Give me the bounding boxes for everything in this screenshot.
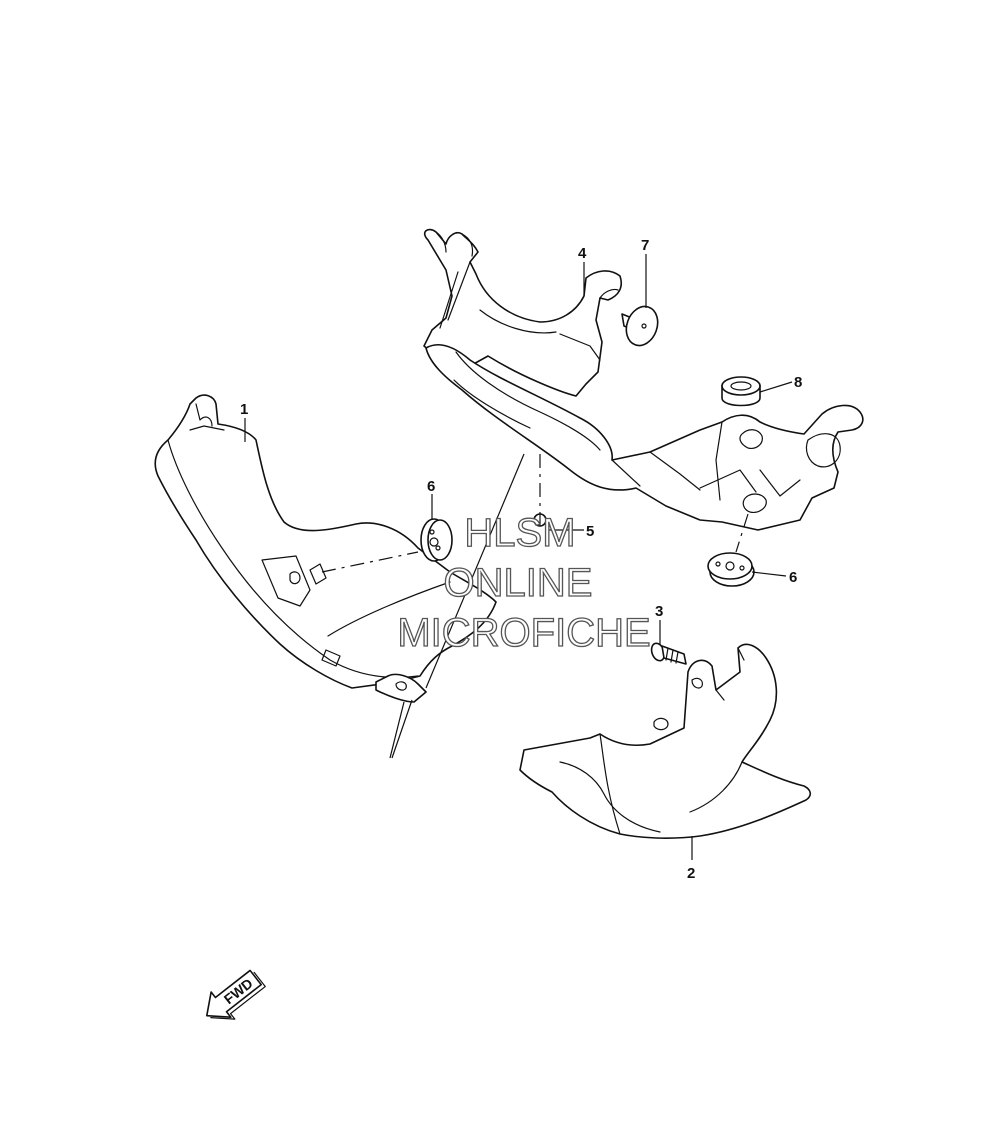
part-6-grommet-right bbox=[707, 552, 755, 587]
part-8-grommet bbox=[721, 376, 761, 407]
callout-6-right: 6 bbox=[789, 569, 797, 586]
part-4-upper-bracket bbox=[423, 228, 864, 531]
watermark: HLSM ONLINE MICROFICHE bbox=[397, 510, 652, 655]
callout-1: 1 bbox=[240, 401, 248, 418]
watermark-line-3: MICROFICHE bbox=[397, 611, 650, 655]
callout-5: 5 bbox=[586, 523, 594, 540]
callout-7: 7 bbox=[641, 237, 649, 254]
callout-4: 4 bbox=[578, 245, 587, 262]
watermark-line-1: HLSM bbox=[464, 511, 575, 555]
callout-2: 2 bbox=[687, 865, 695, 882]
part-3-screw bbox=[650, 642, 687, 665]
callout-6-left: 6 bbox=[427, 478, 435, 495]
part-7-clip bbox=[621, 305, 659, 347]
part-1-left-cover bbox=[154, 394, 497, 703]
watermark-line-2: ONLINE bbox=[444, 561, 593, 605]
callout-8: 8 bbox=[794, 374, 802, 391]
fwd-arrow-icon: FWD bbox=[205, 969, 266, 1020]
callout-labels: 1 2 3 4 5 6 6 7 8 bbox=[240, 237, 802, 882]
leader-lines bbox=[244, 254, 793, 860]
callout-3: 3 bbox=[655, 603, 663, 620]
part-6-grommet-left bbox=[420, 518, 453, 562]
part-2-lower-cover bbox=[519, 643, 812, 839]
